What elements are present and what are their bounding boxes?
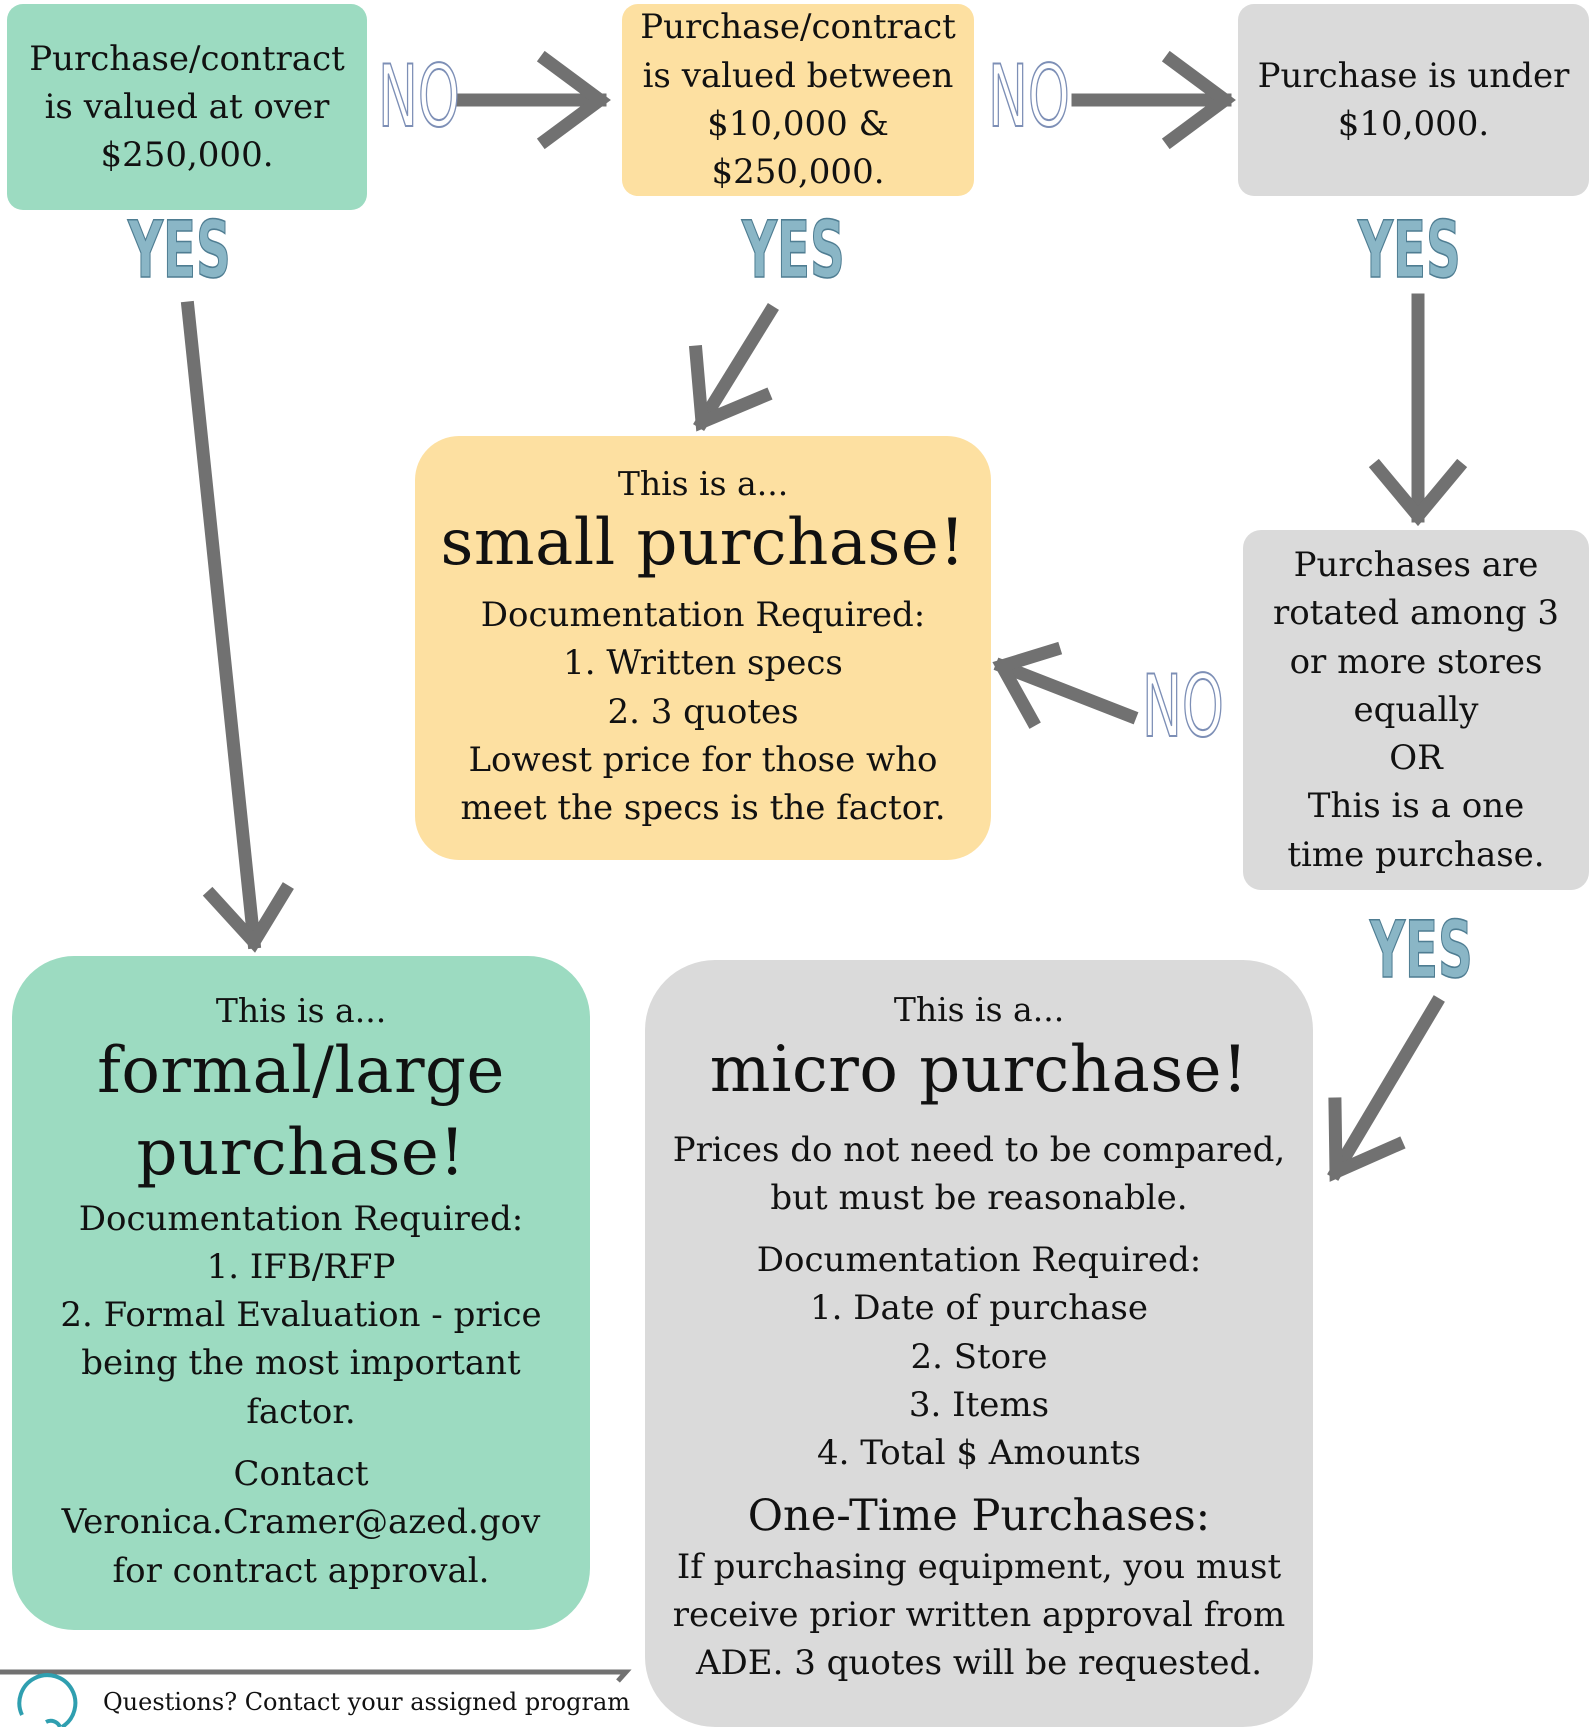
note-line: Prices do not need to be compared, (672, 1129, 1286, 1170)
question-line: Purchase is under (1257, 55, 1570, 96)
one-time-heading: One-Time Purchases: (747, 1491, 1211, 1542)
result-pre-text: This is a... (617, 463, 789, 503)
label-yes: YES (742, 206, 846, 296)
footer-text: Questions? Contact your assigned program (103, 1688, 631, 1716)
doc-line: Documentation Required: (78, 1198, 524, 1239)
result-pre-text: This is a... (893, 990, 1065, 1029)
contact-email[interactable]: Veronica.Cramer@azed.gov (61, 1502, 541, 1543)
result-title-line: purchase! (136, 1115, 466, 1190)
question-circle-icon (17, 1673, 78, 1727)
question-line: Purchases are (1293, 545, 1539, 586)
contact-line: for contract approval. (112, 1550, 490, 1591)
doc-line: 2. 3 quotes (607, 691, 799, 732)
question-line: $10,000 & $250,000. (707, 104, 889, 193)
question-under-10k: Purchase is under $10,000. (1238, 4, 1589, 196)
question-line: or more stores (1289, 641, 1543, 682)
question-line: rotated among 3 (1272, 593, 1560, 634)
note-line: If purchasing equipment, you must (676, 1546, 1282, 1587)
result-title-line: formal/large (97, 1033, 505, 1108)
prices-note: Prices do not need to be compared, but m… (673, 1126, 1285, 1223)
doc-line: 4. Total $ Amounts (817, 1433, 1141, 1474)
question-over-250k: Purchase/contract is valued at over $250… (7, 4, 367, 210)
doc-line: Lowest price for those who (468, 739, 938, 780)
label-no: NO (987, 47, 1070, 147)
doc-line: factor. (246, 1391, 356, 1432)
question-line: time purchase. (1287, 834, 1545, 875)
question-between: Purchase/contract is valued between $10,… (622, 4, 974, 196)
question-line: OR (1389, 738, 1443, 779)
question-rotated: Purchases are rotated among 3 or more st… (1243, 530, 1589, 890)
contact-block: Contact Veronica.Cramer@azed.gov for con… (62, 1450, 541, 1595)
question-line: is valued between (642, 55, 954, 96)
arrow-no-to-under (1071, 50, 1236, 150)
doc-line: 1. IFB/RFP (206, 1246, 396, 1287)
documentation-list: Documentation Required: 1. IFB/RFP 2. Fo… (60, 1195, 541, 1436)
arrow-yes-to-formal (180, 300, 294, 953)
footer-divider (0, 1669, 632, 1683)
result-small-purchase: This is a... small purchase! Documentati… (415, 436, 991, 860)
label-no: NO (377, 47, 460, 147)
doc-line: meet the specs is the factor. (460, 788, 946, 829)
question-line: Purchase/contract (640, 7, 956, 48)
result-micro-purchase: This is a... micro purchase! Prices do n… (645, 960, 1313, 1727)
doc-line: 1. Date of purchase (810, 1288, 1148, 1329)
label-yes: YES (1370, 906, 1474, 996)
question-line: equally (1353, 689, 1479, 730)
arrow-yes-to-micro (1327, 995, 1445, 1182)
result-pre-text: This is a... (215, 991, 387, 1031)
doc-line: Documentation Required: (480, 595, 926, 636)
arrow-no-to-between (455, 50, 611, 150)
result-formal-purchase: This is a... formal/large purchase! Docu… (12, 956, 590, 1630)
note-line: receive prior written approval from (672, 1595, 1286, 1636)
arrow-yes-to-small (688, 303, 779, 432)
doc-line: 2. Formal Evaluation - price (60, 1295, 542, 1336)
documentation-list: Documentation Required: 1. Written specs… (460, 591, 945, 832)
doc-line: Documentation Required: (756, 1240, 1202, 1281)
result-title: micro purchase! (709, 1032, 1249, 1107)
doc-line: being the most important (81, 1343, 521, 1384)
result-title: small purchase! (440, 506, 966, 581)
arrow-no-to-small (992, 641, 1139, 729)
question-line: This is a one (1307, 786, 1525, 827)
doc-line: 3. Items (908, 1384, 1050, 1425)
question-line: is valued at over (44, 86, 330, 127)
question-line: $10,000. (1337, 104, 1490, 144)
contact-line: Contact (233, 1453, 369, 1494)
question-line: Purchase/contract (29, 38, 345, 79)
question-line: $250,000. (100, 135, 274, 176)
note-line: but must be reasonable. (770, 1177, 1188, 1218)
doc-line: 1. Written specs (563, 643, 843, 684)
arrow-yes-to-rotated (1368, 293, 1468, 527)
doc-line: 2. Store (910, 1336, 1048, 1377)
label-no: NO (1141, 657, 1224, 757)
one-time-note: If purchasing equipment, you must receiv… (673, 1543, 1286, 1688)
label-yes: YES (1358, 206, 1462, 296)
label-yes: YES (128, 206, 232, 296)
note-line: ADE. 3 quotes will be requested. (695, 1643, 1263, 1684)
documentation-list: Documentation Required: 1. Date of purch… (757, 1236, 1201, 1477)
